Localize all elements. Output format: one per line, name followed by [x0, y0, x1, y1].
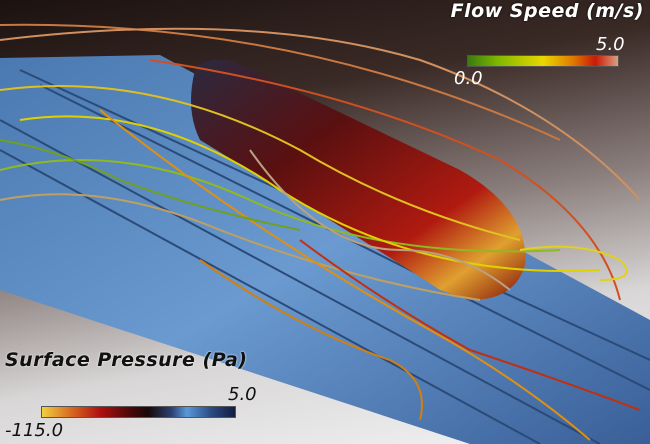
- train-body: [191, 59, 526, 300]
- flow-speed-color-bar: [467, 55, 619, 67]
- flow-speed-legend-title: Flow Speed (m/s): [450, 0, 644, 22]
- surface-pressure-min-label: -115.0: [5, 420, 64, 441]
- surface-pressure-color-bar: [41, 406, 236, 418]
- streamlines: [0, 23, 641, 441]
- track-surface: [0, 55, 650, 444]
- flow-speed-max-label: 5.0: [596, 34, 625, 55]
- surface-pressure-max-label: 5.0: [228, 384, 257, 405]
- flow-speed-min-label: 0.0: [454, 68, 483, 89]
- surface-pressure-legend-title: Surface Pressure (Pa): [5, 349, 248, 371]
